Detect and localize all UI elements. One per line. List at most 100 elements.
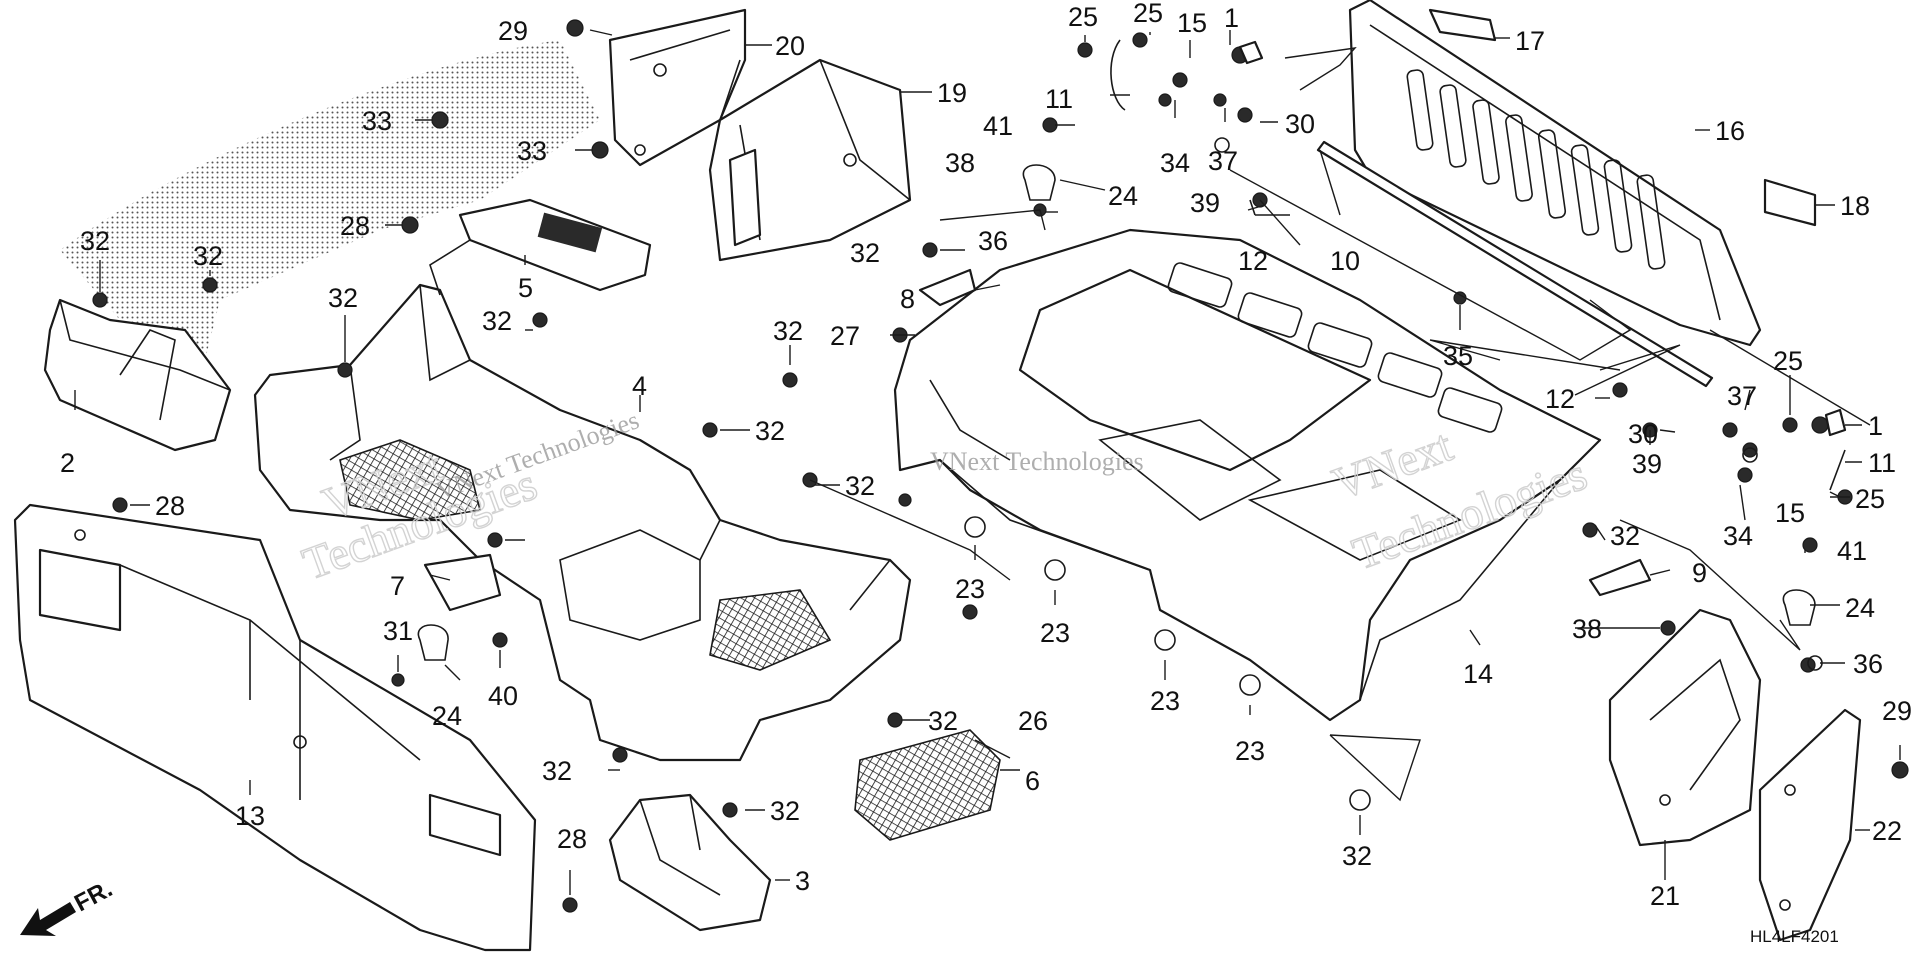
- part-19-inner-guard: [708, 58, 912, 262]
- part-4-front-floor: [253, 283, 912, 762]
- part-24-tie-down-rings: [417, 164, 1816, 661]
- fasteners: [92, 19, 1909, 913]
- diagram-code: HL4LF4201: [1750, 927, 1839, 946]
- callout-label: 32: [1342, 841, 1372, 871]
- callout-label: 34: [1160, 148, 1190, 178]
- callout-label: 15: [1177, 8, 1207, 38]
- callout-label: 32: [773, 316, 803, 346]
- callout-label: 11: [1868, 448, 1896, 478]
- callout-label: 41: [1837, 536, 1867, 566]
- part-13-side-panel: [13, 503, 537, 952]
- part-2-bracket: [43, 298, 232, 452]
- callout-label: 22: [1872, 816, 1902, 846]
- callout-label: 19: [937, 78, 967, 108]
- callout-label: 32: [328, 283, 358, 313]
- part-22-right-plate: [1758, 708, 1862, 942]
- callout-label: 31: [383, 616, 413, 646]
- callout-label: 38: [1572, 614, 1602, 644]
- callout-label: 32: [482, 306, 512, 336]
- callout-label: 28: [340, 211, 370, 241]
- callout-label: 30: [1285, 109, 1315, 139]
- callout-label: 2: [60, 448, 75, 478]
- callout-label: 33: [517, 136, 547, 166]
- part-16-tailgate: [1348, 0, 1762, 347]
- callout-label: 20: [775, 31, 805, 61]
- callout-label: 32: [928, 706, 958, 736]
- part-9-gusset: [1588, 558, 1652, 597]
- part-14-main-bed: [893, 228, 1602, 722]
- front-arrow-icon: [20, 902, 76, 936]
- callout-label: 29: [498, 16, 528, 46]
- callout-label: 25: [1773, 346, 1803, 376]
- callout-label: 36: [1853, 649, 1883, 679]
- leader-lines: [74, 29, 1901, 895]
- part-3-lower-bracket: [608, 793, 772, 932]
- callout-label: 9: [1692, 558, 1707, 588]
- callout-label: 39: [1190, 188, 1220, 218]
- callout-label: 24: [432, 701, 462, 731]
- watermark-small: VNext Technologies: [930, 447, 1144, 476]
- callout-label: 23: [1040, 618, 1070, 648]
- callout-label: 6: [1025, 766, 1040, 796]
- callout-label: 32: [193, 241, 223, 271]
- callout-label: 25: [1068, 2, 1098, 32]
- callout-label: 1: [1868, 411, 1883, 441]
- part-18-latch: [1763, 178, 1817, 227]
- callout-labels: 29 20 19 33 33 28 5 32 32 2 32 32 4 28 3…: [60, 0, 1912, 911]
- callout-label: 10: [1330, 246, 1360, 276]
- callout-label: 30: [1628, 419, 1658, 449]
- callout-label: 40: [488, 681, 518, 711]
- callout-label: 23: [1235, 736, 1265, 766]
- front-direction-indicator: FR.: [20, 875, 117, 936]
- part-10-rod: [1316, 140, 1714, 388]
- callout-label: 25: [1855, 484, 1885, 514]
- callout-label: 37: [1208, 146, 1238, 176]
- callout-label: 15: [1775, 498, 1805, 528]
- guide-lines: [809, 47, 1871, 802]
- callout-label: 1: [1224, 3, 1239, 33]
- callout-label: 32: [755, 416, 785, 446]
- callout-label: 21: [1650, 881, 1680, 911]
- callout-label: 32: [850, 238, 880, 268]
- callout-label: 17: [1515, 26, 1545, 56]
- callout-label: 12: [1545, 384, 1575, 414]
- part-5-bracket: [429, 198, 652, 296]
- dotted-projection-area: [60, 40, 600, 380]
- callout-label: 14: [1463, 659, 1493, 689]
- callout-label: 11: [1045, 84, 1073, 114]
- front-label: FR.: [70, 875, 117, 917]
- callout-label: 24: [1108, 181, 1138, 211]
- part-7-plate: [423, 553, 502, 612]
- callout-label: 5: [518, 273, 533, 303]
- callout-label: 23: [955, 574, 985, 604]
- callout-label: 16: [1715, 116, 1745, 146]
- part-21-right-guard: [1608, 608, 1762, 847]
- callout-label: 12: [1238, 246, 1268, 276]
- callout-label: 39: [1632, 449, 1662, 479]
- callout-label: 32: [80, 226, 110, 256]
- part-17-latch: [1428, 8, 1497, 42]
- callout-label: 32: [542, 756, 572, 786]
- callout-label: 32: [770, 796, 800, 826]
- callout-label: 4: [632, 371, 647, 401]
- callout-label: 8: [900, 284, 915, 314]
- part-6-step-mat: [854, 729, 1001, 841]
- callout-label: 35: [1443, 341, 1473, 371]
- callout-label: 7: [390, 571, 405, 601]
- callout-label: 28: [557, 824, 587, 854]
- callout-label: 36: [978, 226, 1008, 256]
- callout-label: 33: [362, 106, 392, 136]
- callout-label: 32: [1610, 521, 1640, 551]
- callout-label: 27: [830, 321, 860, 351]
- callout-label: 37: [1727, 381, 1757, 411]
- callout-label: 32: [845, 471, 875, 501]
- callout-label: 13: [235, 801, 265, 831]
- callout-label: 23: [1150, 686, 1180, 716]
- callout-label: 41: [983, 111, 1013, 141]
- callout-label: 18: [1840, 191, 1870, 221]
- callout-label: 28: [155, 491, 185, 521]
- callout-label: 29: [1882, 696, 1912, 726]
- callout-label: 25: [1133, 0, 1163, 28]
- callout-label: 26: [1018, 706, 1048, 736]
